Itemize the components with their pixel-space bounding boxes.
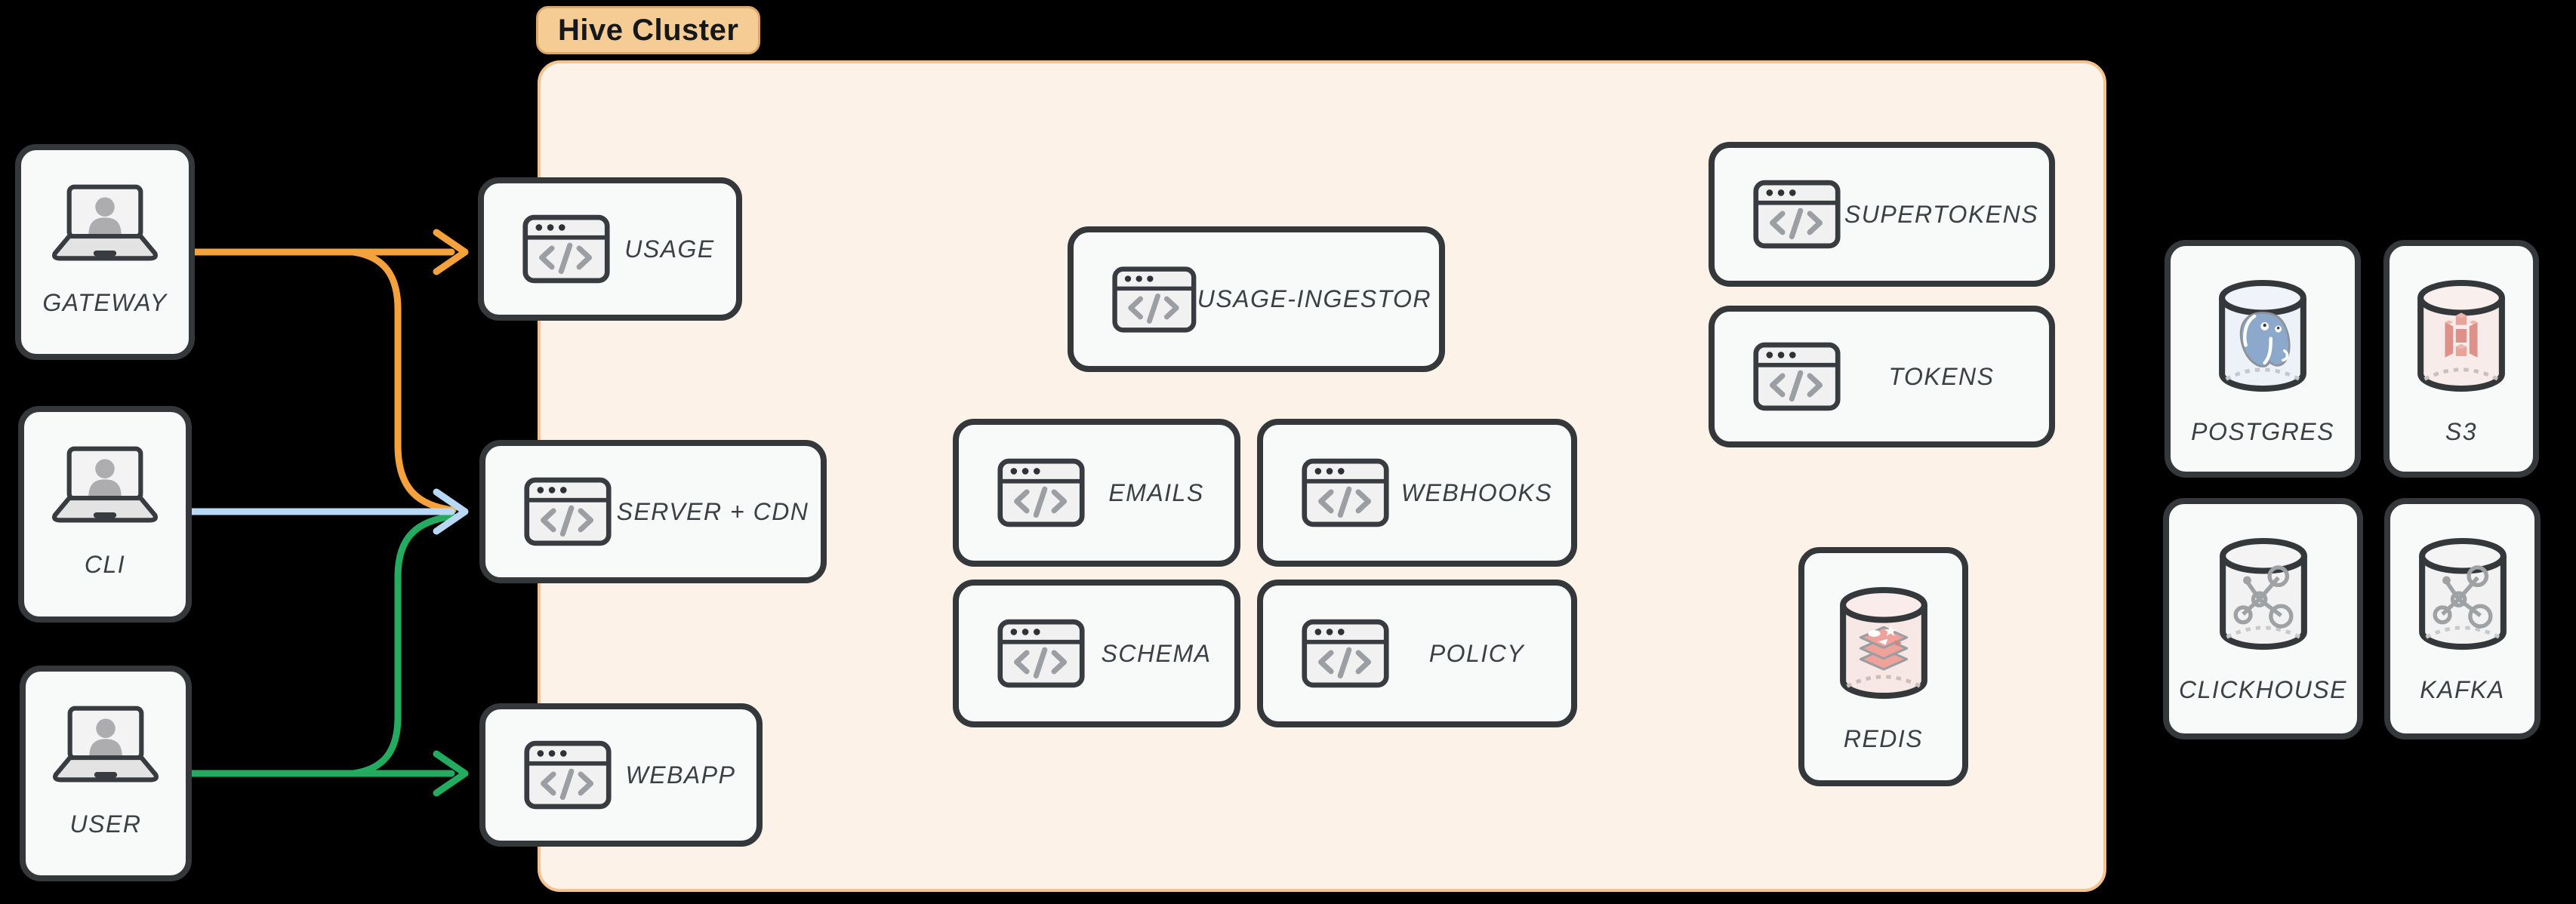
code-window-icon (1752, 341, 1841, 412)
code-window-icon (1752, 179, 1841, 250)
actor-user[interactable]: USER (20, 666, 192, 881)
service-label: WEBHOOKS (1400, 478, 1553, 506)
code-window-icon (1301, 618, 1390, 689)
cluster-badge: Hive Cluster (536, 6, 761, 54)
service-label: SUPERTOKENS (1844, 200, 2039, 228)
service-label: WEBAPP (625, 761, 736, 789)
datastore-label: S3 (2445, 418, 2478, 445)
s3-database-icon (2414, 276, 2509, 395)
service-label: USAGE-INGESTOR (1197, 285, 1431, 312)
code-window-icon (523, 739, 612, 810)
arrowhead (433, 229, 469, 275)
actor-label: CLI (84, 551, 126, 578)
datastore-label: REDIS (1843, 725, 1924, 752)
service-label: SERVER + CDN (616, 497, 809, 525)
postgres-database-icon (2215, 276, 2310, 395)
service-label: POLICY (1428, 639, 1525, 667)
actor-gateway[interactable]: GATEWAY (15, 144, 195, 360)
arrow-gateway-server-cdn[interactable] (350, 248, 457, 514)
service-label: TOKENS (1888, 362, 1995, 390)
arrow-user-server-cdn[interactable] (350, 512, 457, 777)
redis-database-icon (1836, 583, 1931, 703)
service-schema[interactable]: SCHEMA (953, 580, 1240, 727)
datastore-label: POSTGRES (2191, 418, 2334, 445)
actor-cli[interactable]: CLI (18, 406, 192, 623)
code-window-icon (997, 457, 1086, 528)
service-supertokens[interactable]: SUPERTOKENS (1709, 142, 2055, 287)
arrowhead (433, 488, 469, 535)
arrow-user-webapp[interactable] (186, 750, 469, 797)
service-webapp[interactable]: WEBAPP (479, 703, 763, 847)
datastore-label: CLICKHOUSE (2178, 676, 2348, 703)
datastore-s3[interactable]: S3 (2383, 240, 2539, 478)
kafka-database-icon (2415, 534, 2510, 653)
datastore-clickhouse[interactable]: CLICKHOUSE (2163, 498, 2363, 739)
code-window-icon (523, 476, 612, 547)
laptop-user-icon (48, 705, 163, 785)
datastore-label: KAFKA (2420, 676, 2505, 703)
service-server-cdn[interactable]: SERVER + CDN (479, 440, 827, 583)
service-label: USAGE (624, 235, 715, 263)
code-window-icon (1301, 457, 1390, 528)
arrowhead (433, 750, 469, 797)
service-usage[interactable]: USAGE (478, 177, 742, 321)
actor-label: USER (69, 810, 142, 838)
service-webhooks[interactable]: WEBHOOKS (1257, 419, 1577, 567)
actor-label: GATEWAY (42, 289, 168, 316)
datastore-redis[interactable]: REDIS (1798, 547, 1968, 786)
arrow-gateway-usage[interactable] (191, 229, 469, 275)
laptop-user-icon (48, 445, 162, 525)
code-window-icon (997, 618, 1086, 689)
code-window-icon (522, 214, 611, 284)
code-window-icon (1111, 264, 1197, 335)
service-usage-ingestor[interactable]: USAGE-INGESTOR (1068, 226, 1445, 372)
service-tokens[interactable]: TOKENS (1709, 306, 2055, 447)
service-policy[interactable]: POLICY (1257, 580, 1577, 727)
datastore-postgres[interactable]: POSTGRES (2165, 240, 2361, 478)
service-label: SCHEMA (1101, 639, 1212, 667)
clickhouse-database-icon (2216, 534, 2311, 653)
arrow-cli-server-cdn[interactable] (186, 488, 469, 535)
service-label: EMAILS (1108, 478, 1204, 506)
datastore-kafka[interactable]: KAFKA (2384, 498, 2541, 739)
laptop-user-icon (48, 183, 162, 263)
service-emails[interactable]: EMAILS (953, 419, 1240, 567)
